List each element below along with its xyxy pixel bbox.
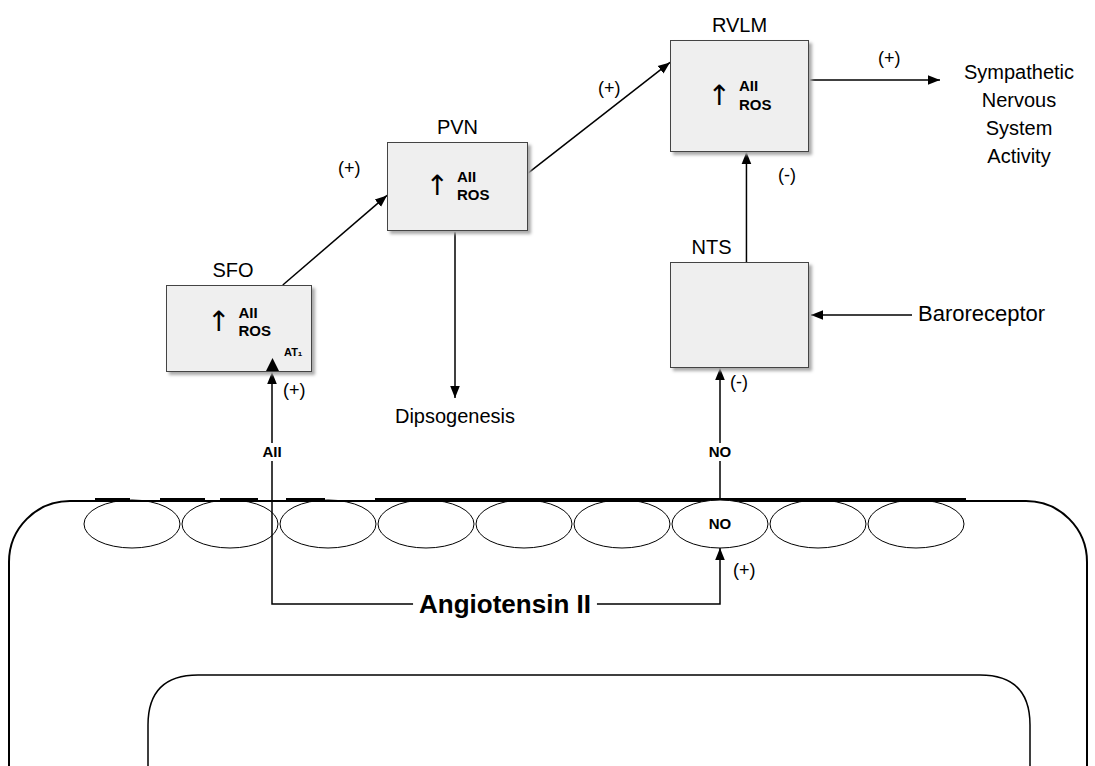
nucleus-box: NTS: [670, 262, 809, 368]
connector-arrow: [528, 62, 670, 173]
cell-shape: [672, 500, 768, 548]
edge-label: AII: [259, 443, 284, 461]
node-heading: NTS: [692, 236, 732, 258]
endothelial-cell: NO: [672, 500, 768, 548]
node-heading: SFO: [212, 259, 253, 281]
output-label: Sympathetic Nervous System Activity: [955, 58, 1083, 170]
content-row: ↑ AII ROS: [426, 168, 490, 206]
endothelial-cell: [476, 500, 572, 548]
edge-label: (-): [778, 165, 796, 187]
edge-label: (+): [338, 158, 361, 180]
content-row: ↑ AII ROS: [207, 304, 271, 342]
cell-label: NO: [709, 516, 732, 533]
sign-label: (-): [730, 372, 748, 394]
endothelial-cell: [574, 500, 670, 548]
output-arrow: [810, 79, 940, 81]
sign-label: (+): [283, 380, 306, 402]
input-label: Baroreceptor: [918, 301, 1045, 327]
increase-arrow: ↑: [708, 82, 731, 110]
input-arrow: [811, 314, 912, 316]
endothelial-cell: [378, 500, 474, 548]
node-heading: RVLM: [712, 14, 767, 36]
endothelial-cell: [868, 500, 964, 548]
edge-label: (+): [733, 560, 756, 582]
edge-label: NO: [706, 443, 735, 461]
inner-outline: [148, 675, 1030, 766]
increase-arrow: ↑: [207, 309, 230, 337]
output-label: Dipsogenesis: [395, 404, 515, 428]
connector-arrow: [746, 152, 748, 262]
sign-label: (+): [878, 48, 901, 70]
increase-arrow: ↑: [426, 173, 449, 201]
node-body: AII ROS: [238, 304, 271, 342]
connector-arrow: [272, 372, 413, 604]
endothelial-cell: [280, 500, 376, 548]
receptor-symbol: [266, 358, 279, 371]
content-row: ↑ AII ROS: [708, 77, 772, 115]
connector-arrow: [283, 195, 387, 285]
endothelial-cell: [84, 500, 180, 548]
receptor-label: AT₁: [284, 346, 302, 358]
endothelial-cell: [770, 500, 866, 548]
nucleus-box: ↑AII ROSRVLM: [670, 40, 809, 152]
connector-arrow: [597, 548, 720, 604]
node-body: AII ROS: [739, 77, 772, 115]
vessel-outline: Angiotensin II NO: [8, 500, 1088, 766]
edge-label: (+): [598, 78, 621, 100]
hormone-label: Angiotensin II: [419, 590, 591, 619]
node-heading: PVN: [437, 116, 478, 138]
endothelial-cell: [182, 500, 278, 548]
output-arrow: [454, 232, 456, 398]
connector-arrow: [719, 368, 721, 500]
nucleus-box: ↑AII ROSSFOAT₁: [166, 285, 312, 372]
nucleus-box: ↑AII ROSPVN: [387, 142, 528, 231]
node-body: AII ROS: [457, 168, 490, 206]
